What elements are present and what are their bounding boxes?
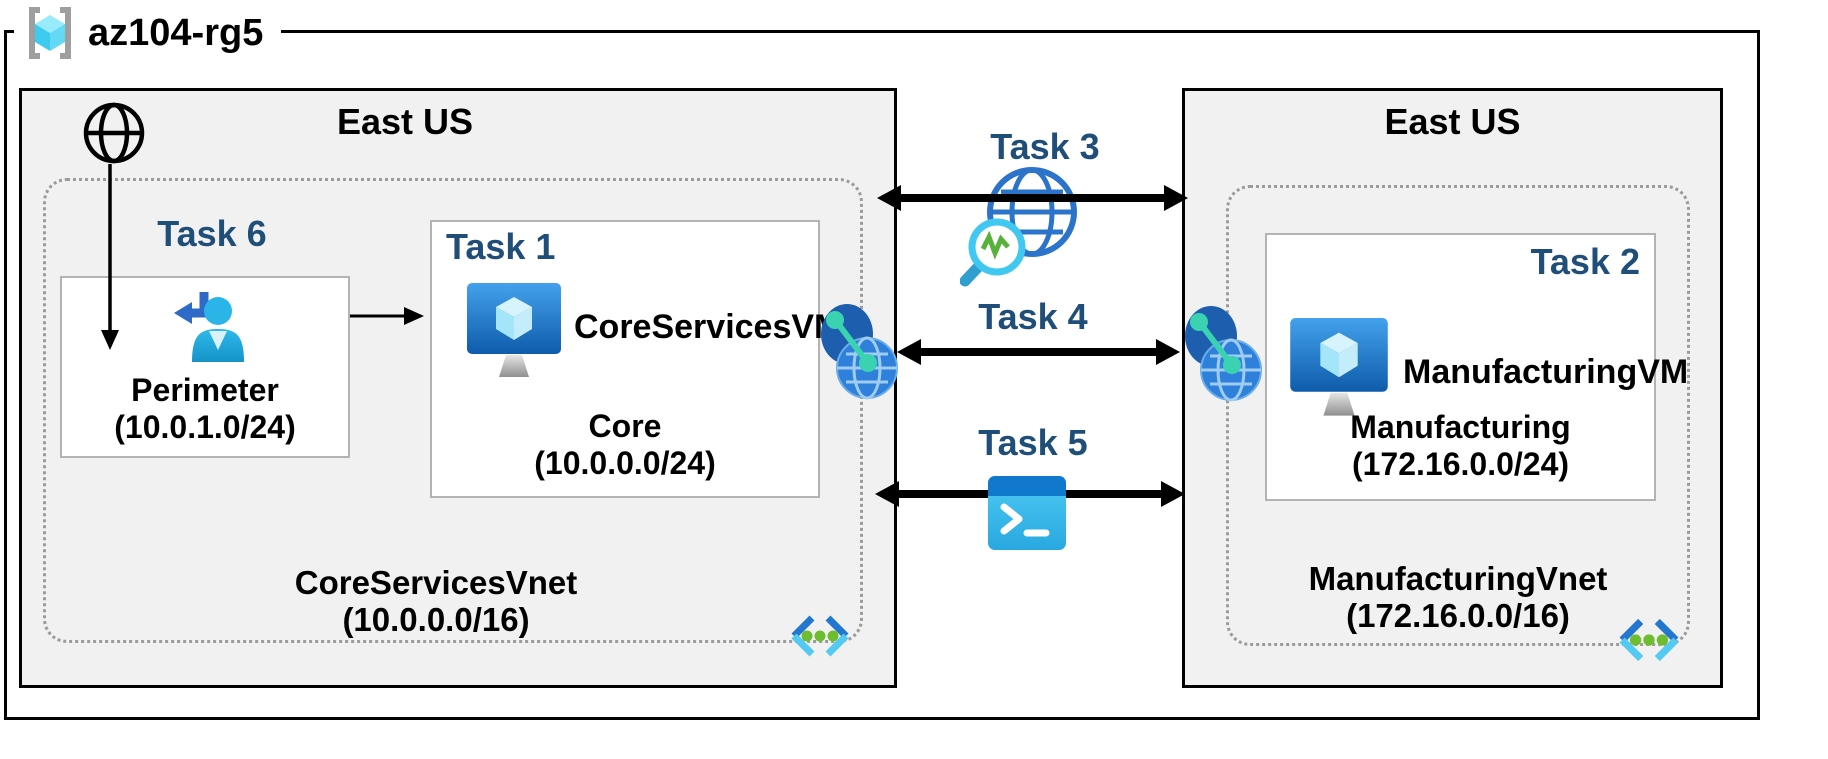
region-title-left: East US <box>336 101 474 142</box>
task3-label: Task 3 <box>990 126 1100 167</box>
vnet-peering-icon <box>821 304 898 400</box>
core-vm-name: CoreServicesVM <box>574 308 843 346</box>
core-services-vnet-box <box>43 178 863 643</box>
manufacturing-vm-name: ManufacturingVM <box>1403 353 1689 391</box>
core-services-vnet-name: CoreServicesVnet <box>294 564 578 601</box>
perimeter-subnet-name: Perimeter <box>131 372 279 408</box>
core-services-vnet-cidr: (10.0.0.0/16) <box>342 600 530 638</box>
manufacturing-subnet-name: Manufacturing <box>1350 409 1571 446</box>
region-box-left: East US Task 6 <box>19 88 897 688</box>
perimeter-subnet-caption: Perimeter (10.0.1.0/24) <box>62 372 348 446</box>
network-watcher-icon <box>960 167 1077 287</box>
manufacturing-vnet-caption: ManufacturingVnet (172.16.0.0/16) <box>1258 560 1658 635</box>
virtual-machine-icon <box>467 283 561 377</box>
vnet-peering-icon <box>1185 306 1262 402</box>
task2-label: Task 2 <box>1530 241 1640 282</box>
manufacturing-vnet-box <box>1226 185 1690 646</box>
task5-label: Task 5 <box>978 422 1088 463</box>
cloud-shell-icon <box>988 476 1066 550</box>
subnet-icon <box>1619 618 1679 662</box>
perimeter-subnet-cidr: (10.0.1.0/24) <box>114 408 296 445</box>
manufacturing-subnet-cidr: (172.16.0.0/24) <box>1351 446 1570 483</box>
resource-group-icon <box>29 7 71 59</box>
resource-group-label: az104-rg5 <box>14 2 282 64</box>
core-subnet-box: Task 1 CoreServicesVM Core <box>430 220 842 498</box>
manufacturing-subnet-caption: Manufacturing (172.16.0.0/24) <box>1267 409 1654 483</box>
task1-label: Task 1 <box>446 226 556 267</box>
internet-globe-icon <box>83 102 145 164</box>
region-box-right: East US Task 2 Manufactu <box>1182 88 1723 688</box>
manufacturing-subnet-box: Task 2 ManufacturingVM Manufactu <box>1265 233 1688 501</box>
manufacturing-vnet-cidr: (172.16.0.0/16) <box>1346 596 1570 634</box>
perimeter-subnet-box: Perimeter (10.0.1.0/24) <box>60 276 350 458</box>
core-subnet-cidr: (10.0.0.0/24) <box>534 445 716 482</box>
guest-user-icon <box>174 292 244 362</box>
region-title-right: East US <box>1384 101 1521 142</box>
subnet-icon <box>791 615 849 657</box>
resource-group-name: az104-rg5 <box>88 11 264 54</box>
core-services-vnet-caption: CoreServicesVnet (10.0.0.0/16) <box>236 564 636 639</box>
virtual-machine-icon <box>1290 318 1388 416</box>
task6-label: Task 6 <box>157 213 267 254</box>
manufacturing-vnet-name: ManufacturingVnet <box>1308 560 1608 597</box>
core-subnet-name: Core <box>588 408 662 445</box>
task4-label: Task 4 <box>978 296 1088 337</box>
core-subnet-caption: Core (10.0.0.0/24) <box>432 408 818 482</box>
